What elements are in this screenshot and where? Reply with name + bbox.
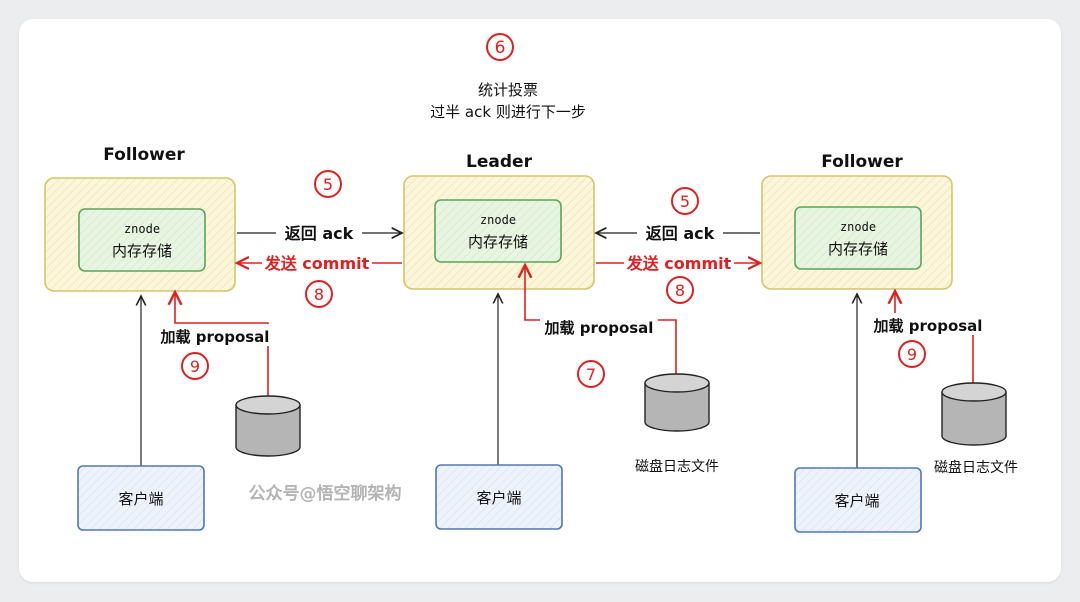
left-load-step-badge <box>181 352 209 380</box>
stats-annotation: 6 统计投票 过半 ack 则进行下一步 <box>430 33 586 121</box>
left-commit-step-badge <box>305 280 333 308</box>
right-ack-step-badge <box>671 187 699 215</box>
left-memory-box <box>78 208 206 272</box>
left-follower-server: znode 内存存储 <box>44 177 236 292</box>
right-ack-step-number: 5 <box>680 192 690 211</box>
right-follower-server: znode 内存存储 <box>761 175 953 290</box>
left-commit-step-number: 8 <box>314 285 324 304</box>
center-client-box <box>435 464 563 530</box>
stats-line-1: 统计投票 <box>478 81 538 99</box>
left-lower: 加载 proposal 9 客户端 <box>77 292 301 531</box>
leader-znode-label: znode <box>480 213 516 227</box>
right-ack-label: 返回 ack <box>646 224 715 243</box>
left-client-box <box>77 465 205 531</box>
left-disk-icon <box>235 395 301 457</box>
right-client-box <box>794 467 922 533</box>
right-load-arrow <box>895 291 974 388</box>
right-load-step-badge <box>898 340 926 368</box>
right-disk-icon <box>941 382 1007 446</box>
left-memory-label: 内存存储 <box>112 242 172 260</box>
center-load-label: 加载 proposal <box>544 319 654 337</box>
center-load-label-bg <box>540 315 658 337</box>
center-node-title: Leader <box>466 152 533 172</box>
right-link: 5 返回 ack 发送 commit 8 <box>596 187 760 304</box>
right-commit-step-badge <box>666 276 694 304</box>
right-disk-label: 磁盘日志文件 <box>934 459 1018 476</box>
center-load-step-badge <box>577 360 605 388</box>
left-ack-step-number: 5 <box>323 175 333 194</box>
left-commit-label: 发送 commit <box>264 254 370 273</box>
step-6-number: 6 <box>495 38 506 58</box>
leader-server: znode 内存存储 <box>403 175 595 290</box>
center-load-step-number: 7 <box>586 365 596 384</box>
left-ack-label-bg <box>276 222 362 244</box>
right-commit-label: 发送 commit <box>626 254 732 273</box>
right-commit-label-bg <box>624 252 734 274</box>
right-node-title: Follower <box>821 152 903 172</box>
right-lower: 加载 proposal 9 磁盘日志文件 客户端 <box>794 291 1018 533</box>
left-ack-step-badge <box>314 170 342 198</box>
left-commit-label-bg <box>262 252 372 274</box>
stats-line-2: 过半 ack 则进行下一步 <box>430 103 586 121</box>
left-load-label: 加载 proposal <box>160 328 270 346</box>
left-client-label: 客户端 <box>118 490 163 508</box>
left-load-step-number: 9 <box>190 357 200 376</box>
left-ack-label: 返回 ack <box>285 224 354 243</box>
center-disk-label: 磁盘日志文件 <box>635 458 719 475</box>
leader-memory-box <box>434 199 562 263</box>
left-node-title: Follower <box>103 145 185 165</box>
right-znode-label: znode <box>840 220 876 234</box>
center-disk-icon <box>644 373 710 432</box>
left-znode-label: znode <box>124 222 160 236</box>
watermark-text: 公众号@悟空聊架构 <box>249 483 402 504</box>
left-load-arrow <box>175 292 269 398</box>
right-load-step-number: 9 <box>907 345 917 364</box>
right-client-label: 客户端 <box>834 492 879 510</box>
leader-memory-label: 内存存储 <box>468 233 528 251</box>
left-load-label-bg <box>156 324 274 346</box>
right-ack-label-bg <box>637 222 723 244</box>
center-lower: 加载 proposal 7 磁盘日志文件 客户端 <box>435 265 719 530</box>
center-client-label: 客户端 <box>476 489 521 507</box>
right-memory-box <box>794 206 922 270</box>
right-load-label-bg <box>869 313 987 335</box>
step-6-badge <box>486 33 514 61</box>
left-link: 5 返回 ack 发送 commit 8 <box>237 170 402 308</box>
right-commit-step-number: 8 <box>675 281 685 300</box>
right-load-label: 加载 proposal <box>873 317 983 335</box>
right-memory-label: 内存存储 <box>828 240 888 258</box>
